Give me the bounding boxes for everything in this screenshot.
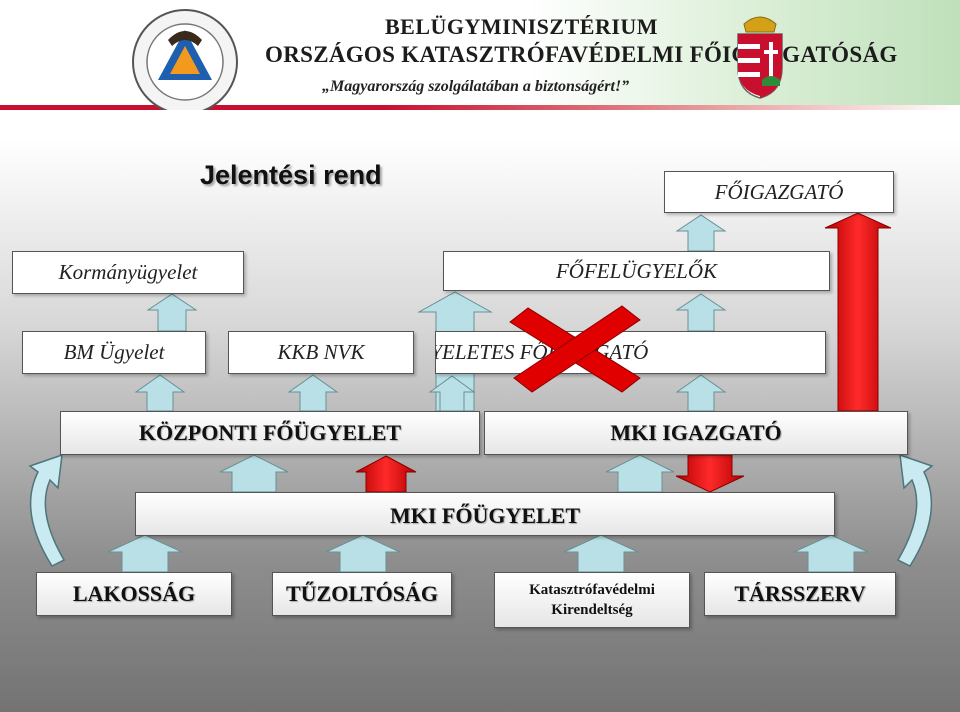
arrow-mki-to-kozponti-1 bbox=[219, 454, 289, 493]
arrow-tuzoltosag-to-mki bbox=[325, 534, 401, 573]
arrow-kozponti-to-ugyeletes bbox=[428, 375, 476, 412]
node-kkb-nvk: KKB NVK bbox=[228, 331, 414, 374]
node-tuzoltosag: TŰZOLTÓSÁG bbox=[272, 572, 452, 616]
agency-seal-icon bbox=[132, 9, 238, 110]
header-stripe bbox=[0, 105, 960, 110]
node-lakossag: LAKOSSÁG bbox=[36, 572, 232, 616]
node-mki-igazgato: MKI IGAZGATÓ bbox=[484, 411, 908, 455]
node-label: KKB NVK bbox=[277, 340, 365, 364]
arrow-kozponti-to-bm bbox=[134, 374, 186, 412]
node-label: FŐFELÜGYELŐK bbox=[555, 258, 718, 283]
node-kirendeltseg: Katasztrófavédelmi Kirendeltség bbox=[494, 572, 690, 628]
arrow-ugyeletes-to-fofelugyelok bbox=[675, 293, 727, 332]
node-label: BM Ügyelet bbox=[63, 340, 165, 364]
arrow-kozponti-to-kkb bbox=[287, 374, 339, 412]
node-label-line2: Kirendeltség bbox=[551, 602, 633, 618]
node-label: LAKOSSÁG bbox=[72, 581, 196, 606]
node-tarsszerv: TÁRSSZERV bbox=[704, 572, 896, 616]
arrow-fofelugyelok-to-foigazgato bbox=[675, 214, 727, 252]
node-bm-ugyelet: BM Ügyelet bbox=[22, 331, 206, 374]
arrow-bm-to-kormany bbox=[146, 293, 198, 332]
node-label: MKI IGAZGATÓ bbox=[610, 420, 782, 445]
node-kozponti-foügyelet: KÖZPONTI FŐÜGYELET bbox=[60, 411, 480, 455]
coat-of-arms-icon bbox=[737, 16, 783, 99]
node-label: ÜGYELETES FŐIGAZGATÓ bbox=[436, 340, 649, 364]
curved-arrow-left bbox=[28, 453, 66, 567]
red-arrow-mki-to-kozponti bbox=[355, 455, 417, 493]
node-label: MKI FŐÜGYELET bbox=[389, 503, 581, 528]
node-label: Kormányügyelet bbox=[58, 260, 198, 284]
node-mki-foügyelet: MKI FŐÜGYELET bbox=[135, 492, 835, 536]
arrow-mki-igazgato-to-ugyeletes bbox=[675, 374, 727, 412]
arrow-tarsszerv-to-mki bbox=[793, 534, 869, 573]
node-fofelugyelok: FŐFELÜGYELŐK bbox=[443, 251, 830, 291]
node-ugyeletes-foigazgato: ÜGYELETES FŐIGAZGATÓ bbox=[435, 331, 826, 374]
agency-title: ORSZÁGOS KATASZTRÓFAVÉDELMI FŐIGAZGATÓSÁ… bbox=[265, 42, 898, 67]
red-arrow-igazgato-to-mki bbox=[675, 454, 745, 493]
ministry-title: BELÜGYMINISZTÉRIUM bbox=[385, 14, 659, 39]
node-foigazgato: FŐIGAZGATÓ bbox=[664, 171, 894, 213]
node-kormanyugyelet: Kormányügyelet bbox=[12, 251, 244, 294]
page-title: Jelentési rend bbox=[200, 160, 382, 190]
node-label: FŐIGAZGATÓ bbox=[714, 179, 844, 204]
curved-arrow-right bbox=[896, 453, 934, 567]
node-label-line1: Katasztrófavédelmi bbox=[529, 582, 655, 598]
node-label: TÁRSSZERV bbox=[734, 581, 866, 606]
agency-motto: „Magyarország szolgálatában a biztonságé… bbox=[322, 78, 630, 95]
red-arrow-to-foigazgato bbox=[824, 212, 892, 412]
arrow-lakossag-to-mki bbox=[107, 534, 183, 573]
arrow-mki-to-igazgato bbox=[605, 454, 675, 493]
arrow-kirendeltseg-to-mki bbox=[563, 534, 639, 573]
node-label: KÖZPONTI FŐÜGYELET bbox=[138, 420, 402, 445]
node-label: TŰZOLTÓSÁG bbox=[285, 581, 439, 606]
